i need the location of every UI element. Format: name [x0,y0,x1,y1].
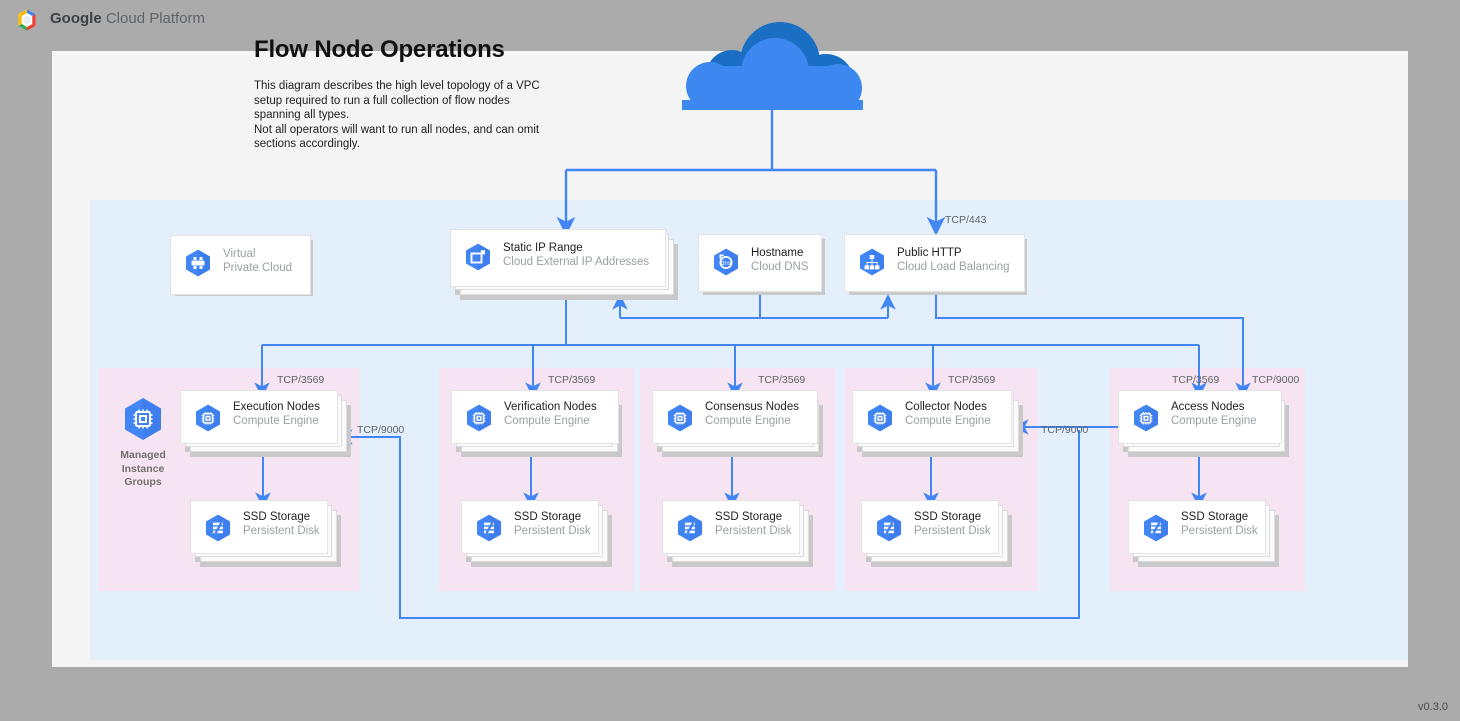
node-card-label: Static IP Range Cloud External IP Addres… [503,241,659,269]
node-card-subtitle: Persistent Disk [243,525,320,537]
cloud-dns-icon: dns [711,247,741,277]
node-card-execution-nodes[interactable]: Execution Nodes Compute Engine [180,390,338,444]
port-label-access-to-collector: TCP/9000 [1041,424,1089,436]
node-card-collector-nodes[interactable]: Collector Nodes Compute Engine [852,390,1012,444]
node-card-title: SSD Storage [243,511,311,523]
node-card-title: Collector Nodes [905,401,987,413]
virtual-private-cloud-icon [183,248,213,278]
load-balancing-icon [857,247,887,277]
node-card-label: Collector Nodes Compute Engine [905,400,1005,428]
node-card-label: SSD Storage Persistent Disk [715,510,793,538]
port-label-internet-to-lb: TCP/443 [945,214,987,226]
node-card-title: Hostname [751,247,804,259]
port-label-to-execution: TCP/3569 [277,374,325,386]
node-card-consensus-nodes[interactable]: Consensus Nodes Compute Engine [652,390,818,444]
node-card-label: Consensus Nodes Compute Engine [705,400,811,428]
node-card-hostname[interactable]: dns Hostname Cloud DNS [698,234,822,292]
gcp-header: Google Cloud Platform [0,0,1460,34]
port-label-to-access: TCP/3569 [1172,374,1220,386]
node-card-label: Virtual Private Cloud [223,247,304,275]
persistent-disk-icon [874,513,904,543]
port-label-to-collector: TCP/3569 [948,374,996,386]
diagram-description: This diagram describes the high level to… [254,80,540,151]
gcp-brand-title: Google Cloud Platform [50,10,205,27]
node-card-label: Execution Nodes Compute Engine [233,400,331,428]
node-card-title: SSD Storage [715,511,783,523]
node-card-label: SSD Storage Persistent Disk [914,510,992,538]
node-card-subtitle: Private Cloud [223,262,293,274]
node-card-verification-nodes[interactable]: Verification Nodes Compute Engine [451,390,619,444]
node-card-label: Access Nodes Compute Engine [1171,400,1275,428]
persistent-disk-icon [675,513,705,543]
internet-cloud-icon [680,20,865,112]
node-card-subtitle: Cloud External IP Addresses [503,256,650,268]
node-card-title: Access Nodes [1171,401,1245,413]
node-card-subtitle: Compute Engine [905,415,991,427]
node-card-title: Consensus Nodes [705,401,799,413]
node-card-subtitle: Compute Engine [1171,415,1257,427]
svg-text:dns: dns [721,261,731,267]
compute-engine-icon [193,403,223,433]
node-card-static-ip-range[interactable]: Static IP Range Cloud External IP Addres… [450,229,666,287]
compute-engine-icon [464,403,494,433]
node-card-subtitle: Persistent Disk [514,525,591,537]
node-card-subtitle: Compute Engine [233,415,319,427]
external-ip-icon [463,242,493,272]
node-card-title: SSD Storage [914,511,982,523]
node-card-title: SSD Storage [1181,511,1249,523]
managed-instance-groups-icon [120,396,166,442]
node-card-label: SSD Storage Persistent Disk [243,510,321,538]
node-card-label: Hostname Cloud DNS [751,246,815,274]
port-label-to-verification: TCP/3569 [548,374,596,386]
node-card-subtitle: Persistent Disk [914,525,991,537]
node-card-title: SSD Storage [514,511,582,523]
gcp-hexagon-logo-icon [14,7,40,33]
node-card-public-http[interactable]: Public HTTP Cloud Load Balancing [844,234,1025,292]
gcp-brand-rest: Cloud Platform [101,10,206,27]
port-label-lb-to-access: TCP/9000 [1252,374,1300,386]
gcp-brand-bold: Google [50,10,102,27]
node-card-access-nodes[interactable]: Access Nodes Compute Engine [1118,390,1282,444]
node-card-label: SSD Storage Persistent Disk [1181,510,1259,538]
node-card-subtitle: Cloud DNS [751,261,809,273]
node-card-collector-ssd-storage[interactable]: SSD Storage Persistent Disk [861,500,999,554]
node-card-title: Static IP Range [503,242,583,254]
node-card-title: Public HTTP [897,247,962,259]
compute-engine-icon [865,403,895,433]
version-label: v0.3.0 [1418,701,1448,713]
node-card-access-ssd-storage[interactable]: SSD Storage Persistent Disk [1128,500,1266,554]
persistent-disk-icon [203,513,233,543]
node-card-label: SSD Storage Persistent Disk [514,510,592,538]
managed-instance-groups-label: Managed Instance Groups [120,449,166,488]
node-card-execution-ssd-storage[interactable]: SSD Storage Persistent Disk [190,500,328,554]
node-card-consensus-ssd-storage[interactable]: SSD Storage Persistent Disk [662,500,800,554]
node-card-label: Public HTTP Cloud Load Balancing [897,246,1018,274]
node-card-subtitle: Cloud Load Balancing [897,261,1010,273]
node-card-subtitle: Compute Engine [504,415,590,427]
node-card-title: Verification Nodes [504,401,597,413]
node-card-label: Verification Nodes Compute Engine [504,400,612,428]
node-card-verification-ssd-storage[interactable]: SSD Storage Persistent Disk [461,500,599,554]
node-card-subtitle: Compute Engine [705,415,791,427]
compute-engine-icon [1131,403,1161,433]
port-label-to-consensus: TCP/3569 [758,374,806,386]
node-card-virtual-private-cloud[interactable]: Virtual Private Cloud [170,235,311,295]
port-label-access-to-execution: TCP/9000 [357,424,405,436]
node-card-subtitle: Persistent Disk [715,525,792,537]
node-card-subtitle: Persistent Disk [1181,525,1258,537]
node-card-title: Virtual [223,248,256,260]
page-title: Flow Node Operations [254,36,505,63]
compute-engine-icon [665,403,695,433]
persistent-disk-icon [1141,513,1171,543]
node-card-title: Execution Nodes [233,401,320,413]
persistent-disk-icon [474,513,504,543]
